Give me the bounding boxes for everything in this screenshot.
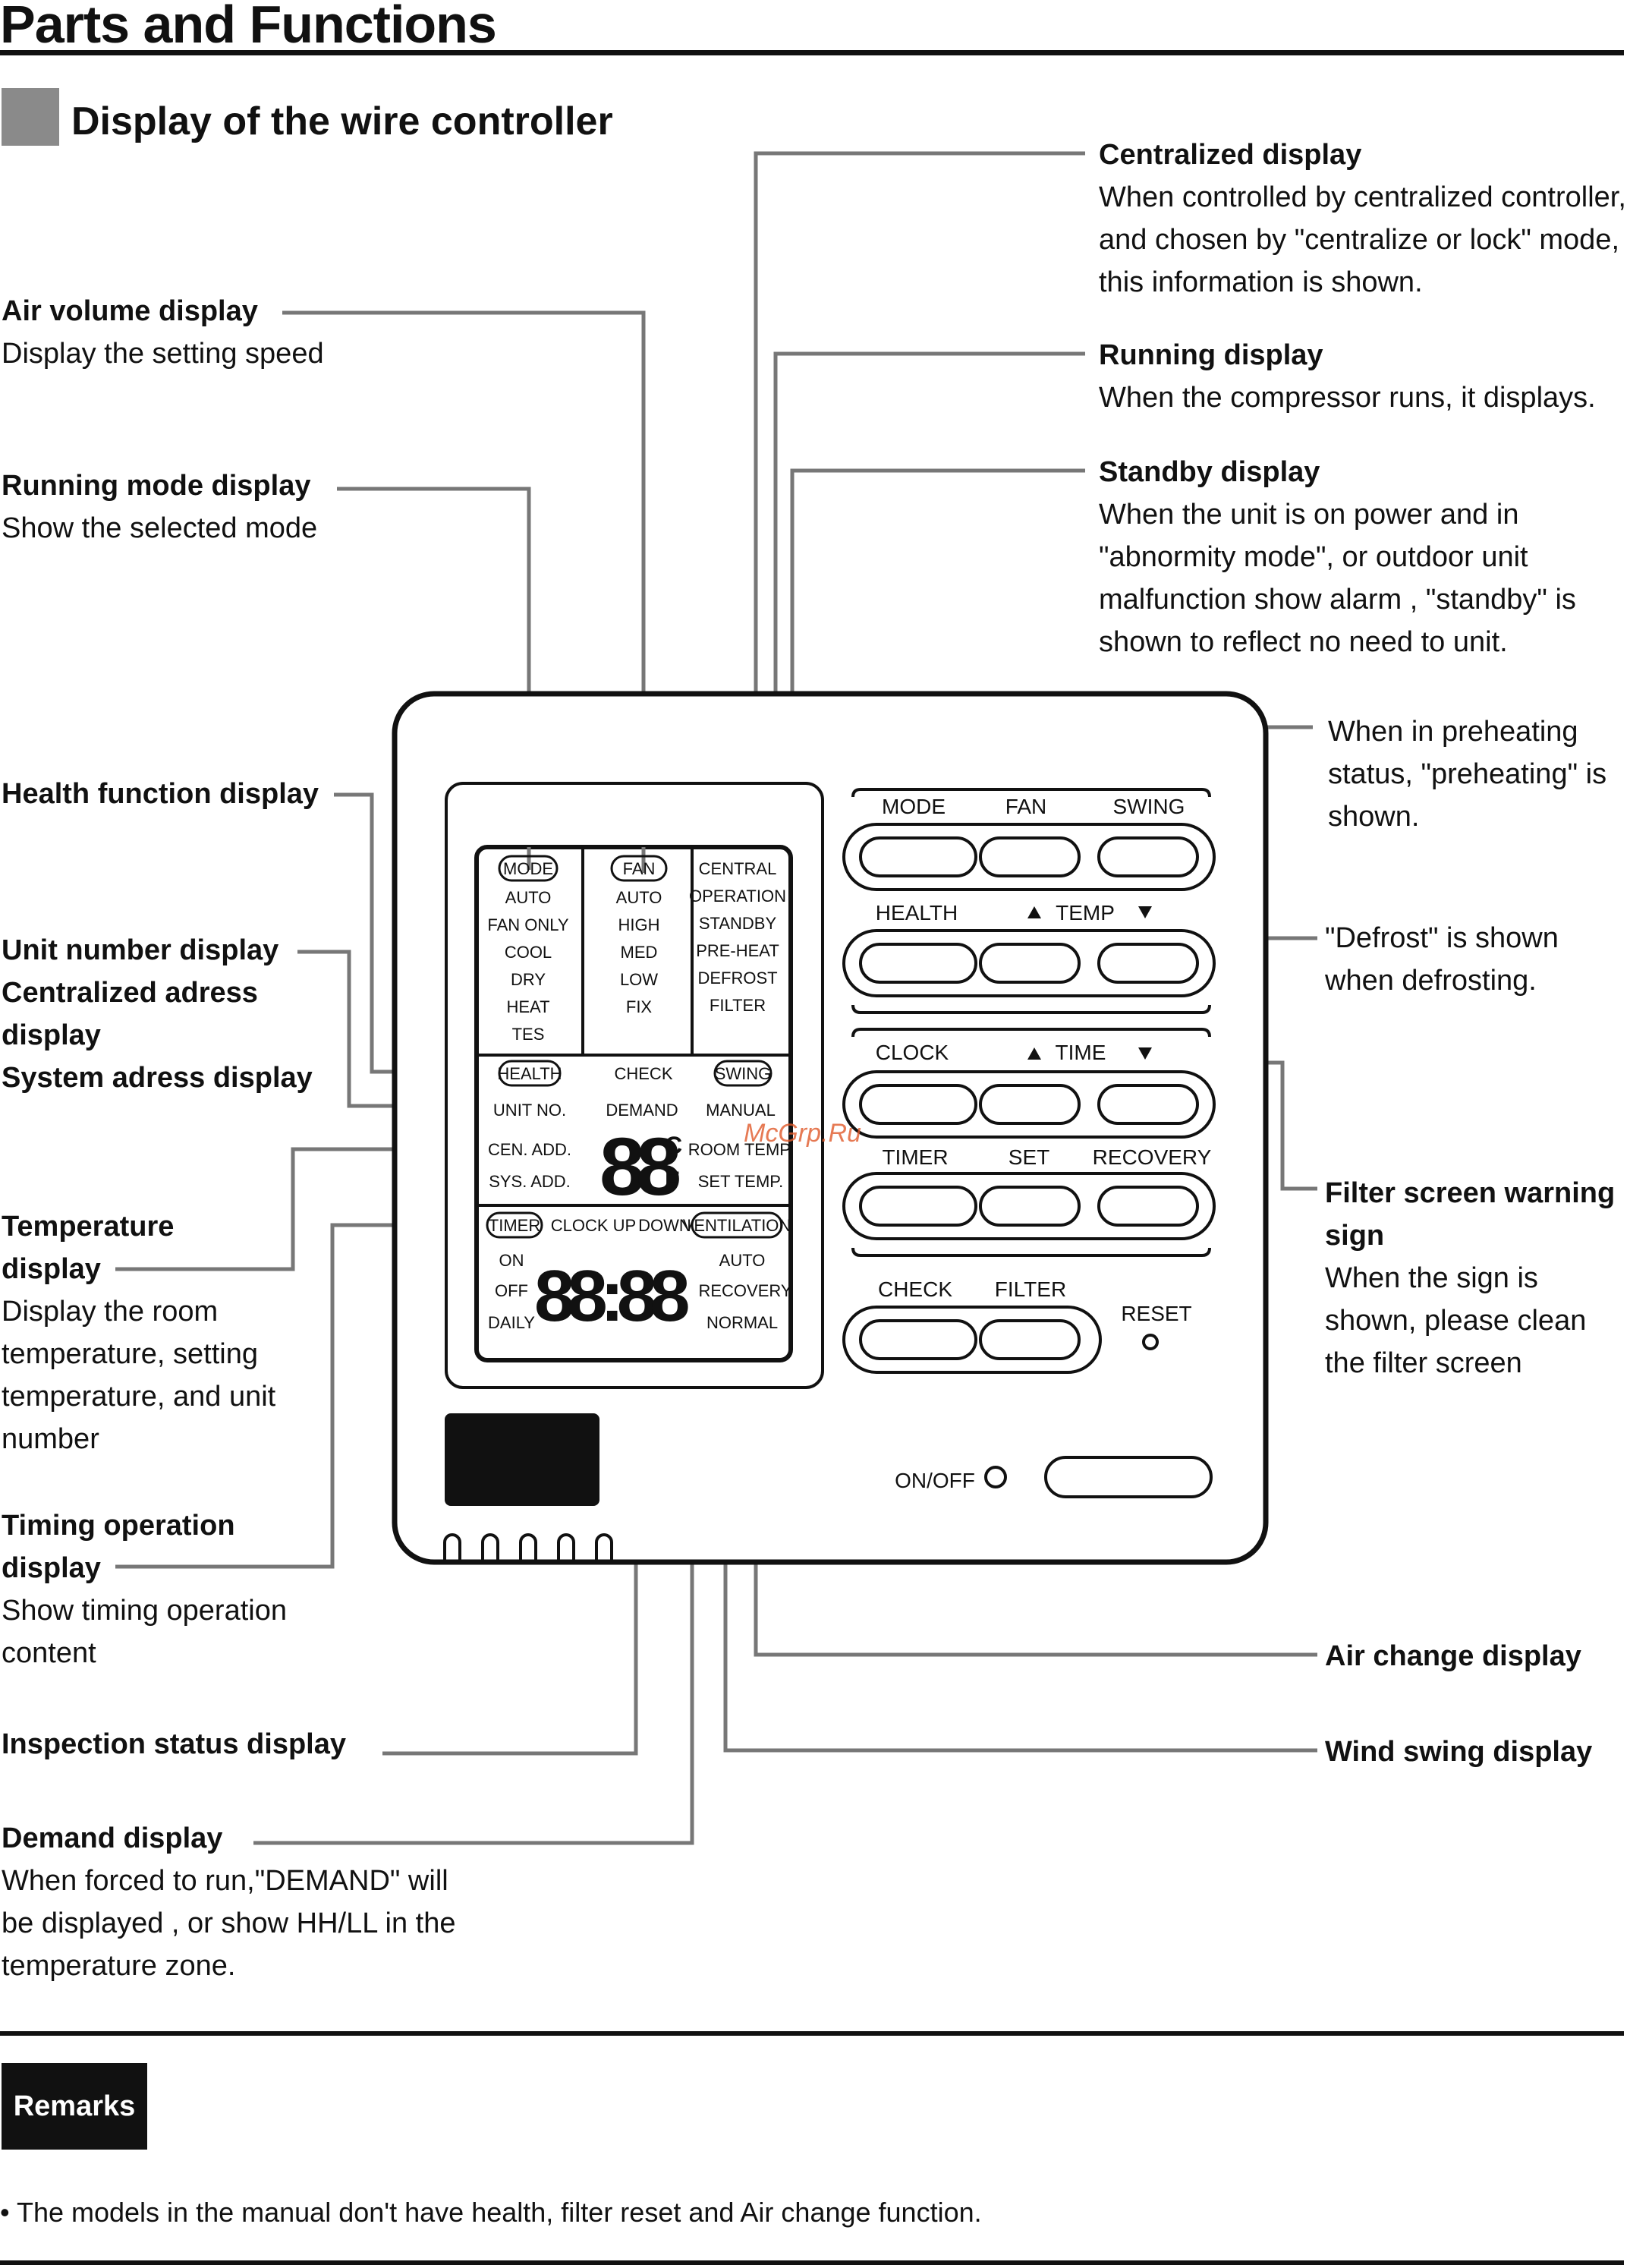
lcd-clock-up: CLOCK UP [551,1216,636,1235]
lcd-status-item: FILTER [710,996,766,1015]
lcd-timer: TIMER [489,1216,540,1235]
callout-preheating: When in preheating status, "preheating" … [1328,716,1607,833]
title-divider [0,50,1624,55]
lcd-fan-item: HIGH [618,915,660,934]
key-label-filter: FILTER [995,1277,1066,1301]
callout-unit-number: Unit number display Centralized adress d… [2,934,313,1094]
key-label-swing: SWING [1113,795,1185,818]
callout-wind-swing: Wind swing display [1325,1736,1593,1768]
callout-health-function: Health function display [2,778,319,810]
lcd-down: DOWN [638,1216,691,1235]
footer-divider [0,2260,1624,2265]
ir-window [445,1413,599,1506]
lcd-set-temp: SET TEMP. [698,1172,784,1191]
key-label-recovery: RECOVERY [1093,1145,1212,1169]
lcd-status-item: OPERATION [689,887,786,906]
lcd-fan-header: FAN [623,859,656,878]
lcd-fan-item: FIX [626,997,653,1016]
lcd-swing: SWING [715,1064,772,1083]
vents [443,1533,613,1562]
lcd-off: OFF [495,1281,528,1300]
key-label-mode: MODE [882,795,946,818]
key-label-temp: TEMP [1056,901,1115,925]
key-label-health: HEALTH [876,901,958,925]
lcd-mode-item: FAN ONLY [487,915,569,934]
remarks-note-text: The models in the manual don't have heal… [16,2197,982,2228]
section-title: Display of the wire controller [71,99,613,143]
bullet-icon: • [0,2197,10,2228]
lcd-room-temp: ROOM TEMP. [688,1140,794,1159]
lcd-fan-item: LOW [620,970,658,989]
lcd-daily: DAILY [488,1313,535,1332]
lcd-auto: AUTO [719,1251,766,1270]
lcd-status-item: CENTRAL [699,859,777,878]
lcd-fan-item: AUTO [616,888,662,907]
lcd-mode-header: MODE [503,859,553,878]
remarks-label: Remarks [2,2063,147,2150]
lcd-normal: NORMAL [706,1313,778,1332]
lcd-mode-item: DRY [511,970,546,989]
lcd-check: CHECK [614,1064,672,1083]
lcd-unit-no: UNIT NO. [493,1101,566,1120]
lcd-fan-item: MED [621,943,658,962]
lcd-demand: DEMAND [606,1101,678,1120]
key-label-set: SET [1009,1145,1049,1169]
lcd-status-item: DEFROST [697,969,777,988]
lcd-manual: MANUAL [706,1101,776,1120]
remarks-divider [0,2031,1624,2036]
key-label-onoff: ON/OFF [895,1469,975,1492]
page-title: Parts and Functions [0,0,497,54]
callout-air-change: Air change display [1325,1640,1581,1672]
key-label-timer: TIMER [882,1145,948,1169]
lcd-unit-f: F [665,1167,680,1194]
lcd-mode-item: AUTO [505,888,552,907]
lcd-sys-add: SYS. ADD. [489,1172,571,1191]
key-label-time: TIME [1056,1041,1106,1064]
key-label-clock: CLOCK [876,1041,949,1064]
lcd-mode-item: COOL [505,943,552,962]
lcd-status-item: PRE-HEAT [696,941,779,960]
key-label-fan: FAN [1005,795,1046,818]
lcd-cen-add: CEN. ADD. [488,1140,571,1159]
lcd-status-item: STANDBY [699,914,777,933]
remarks-note: • The models in the manual don't have he… [0,2197,982,2229]
lcd-on: ON [499,1251,524,1270]
watermark: McGrp.Ru [744,1119,861,1148]
callout-inspection-status: Inspection status display [2,1728,346,1760]
lcd-health: HEALTH [497,1064,562,1083]
lcd-mode-item: TES [512,1025,545,1044]
key-label-check: CHECK [878,1277,952,1301]
key-label-reset: RESET [1121,1302,1191,1325]
section-marker [2,88,59,146]
lcd-screen [474,845,793,1362]
callout-defrost: "Defrost" is shown when defrosting. [1325,922,1559,997]
lcd-mode-item: HEAT [506,997,549,1016]
lcd-ventilation: VENTILATION [683,1216,791,1235]
lcd-clock-digits: 88:88 [534,1255,688,1337]
lcd-recovery: RECOVERY [698,1281,791,1300]
lcd-unit-c: C [665,1132,682,1159]
